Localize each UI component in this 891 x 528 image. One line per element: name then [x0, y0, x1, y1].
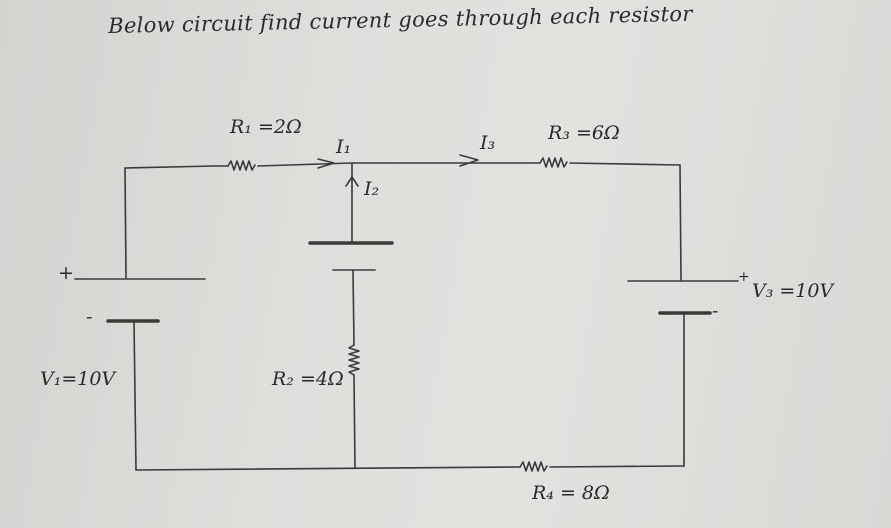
- wire-bottom-right: [549, 465, 685, 468]
- label-r3: R₃ =6Ω: [548, 122, 620, 144]
- label-i3: I₃: [480, 132, 496, 154]
- wire-middle-bottom: [353, 374, 356, 469]
- wire-top: [124, 165, 229, 169]
- label-v1-minus: -: [86, 306, 93, 328]
- wire-top-right: [569, 162, 681, 166]
- arrow-i3: [459, 154, 479, 167]
- label-v3: V₃ =10V: [752, 280, 834, 302]
- label-r4: R₄ = 8Ω: [532, 482, 610, 504]
- wire-middle-lower: [352, 269, 355, 346]
- label-i2: I₂: [364, 178, 380, 200]
- wire-right-top: [679, 164, 682, 281]
- wire-left-bottom: [133, 320, 137, 471]
- wire-bottom-left: [135, 466, 521, 471]
- label-i1: I₁: [336, 136, 352, 158]
- label-v1-plus: +: [58, 262, 74, 284]
- resistor-r1: [227, 160, 256, 171]
- label-r1: R₁ =2Ω: [230, 116, 302, 138]
- resistor-r2: [348, 344, 360, 376]
- resistor-r3: [539, 157, 568, 168]
- arrow-i1: [317, 158, 335, 169]
- label-v1: V₁=10V: [40, 368, 116, 390]
- label-v3-plus: +: [738, 269, 750, 285]
- wire-left-top: [124, 167, 127, 279]
- label-r2: R₂ =4Ω: [272, 368, 344, 390]
- arrow-i2: [345, 176, 359, 187]
- wire-top-mid: [257, 162, 541, 167]
- label-v3-minus: -: [712, 300, 719, 322]
- resistor-r4: [519, 461, 548, 472]
